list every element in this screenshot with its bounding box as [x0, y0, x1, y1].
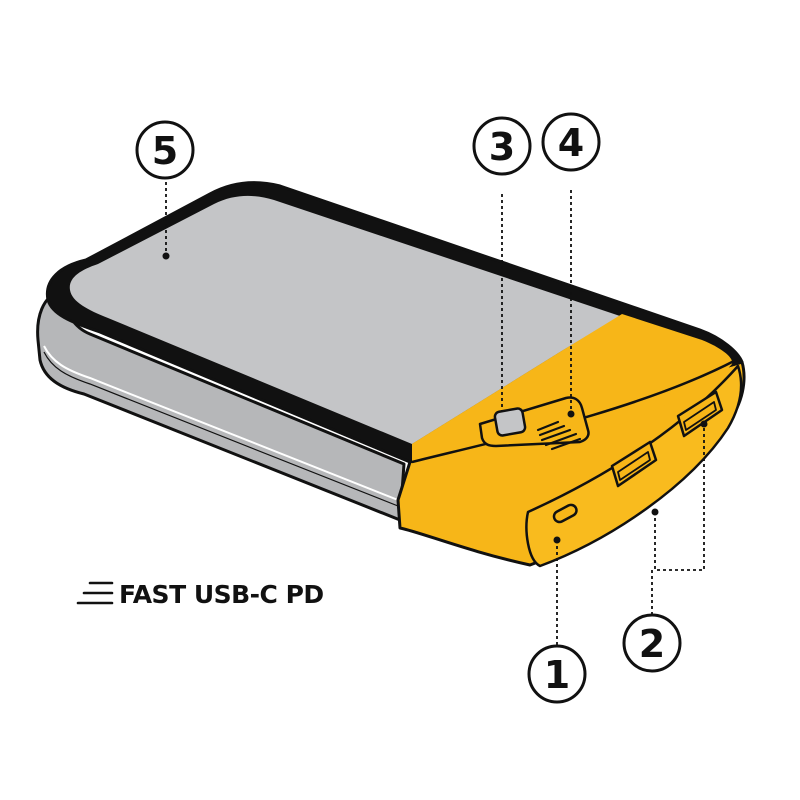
led-indicator-grille: [536, 420, 582, 451]
leader-line-2: [654, 424, 705, 571]
callout-1-label: 1: [544, 653, 570, 697]
usb-a-port: [610, 440, 658, 488]
callout-1: 1: [527, 644, 587, 704]
callout-5-label: 5: [152, 129, 178, 173]
leader-lines: [165, 176, 705, 646]
usb-a-port: [676, 390, 724, 438]
badge-label: FAST USB-C PD: [119, 580, 324, 609]
fast-usb-c-pd-badge: FAST USB-C PD: [76, 580, 324, 609]
callout-4-label: 4: [558, 121, 584, 165]
power-bank: [36, 181, 746, 568]
callout-3: 3: [472, 116, 532, 176]
callout-5: 5: [135, 120, 195, 180]
top-panel-gray: [69, 195, 620, 444]
callout-4: 4: [541, 112, 601, 172]
leader-dots: [162, 252, 708, 544]
callout-2: 2: [622, 613, 682, 673]
callout-2-label: 2: [639, 622, 665, 666]
side-groove-line: [43, 345, 399, 501]
usb-c-port: [552, 503, 578, 524]
side-groove-line: [43, 351, 399, 507]
callout-3-label: 3: [489, 125, 515, 169]
speed-lines-icon: [76, 581, 114, 605]
